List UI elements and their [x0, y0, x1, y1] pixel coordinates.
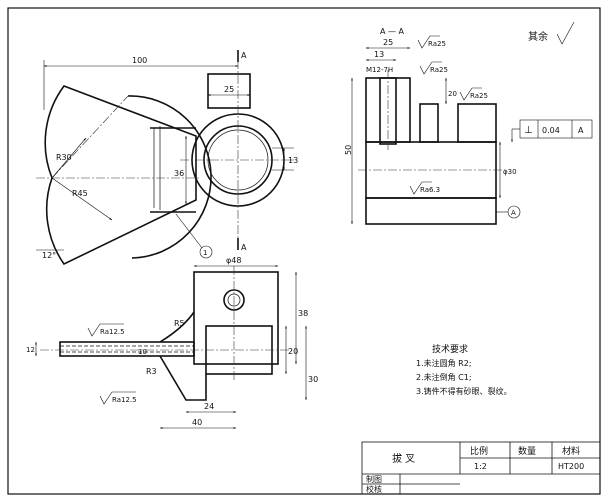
bottom-dim-20: 20	[288, 347, 298, 356]
section-dim-20: 20	[448, 90, 457, 98]
bottom-r3: R3	[146, 367, 157, 376]
dim-25: 25	[224, 85, 234, 94]
bottom-dim-12: 12	[26, 346, 35, 354]
dim-13: 13	[288, 156, 298, 165]
section-view: A — A 25 13 M12-7H 50 20 φ30 Ra25 Ra25 R…	[344, 21, 593, 225]
section-dim-bore: φ30	[503, 168, 517, 176]
section-mark-bottom: A	[241, 243, 247, 252]
balloon-1-label: 1	[203, 249, 207, 257]
section-thread: M12-7H	[366, 66, 393, 74]
drawing-border	[7, 7, 601, 495]
bottom-dim-10: 10	[138, 348, 147, 356]
dim-angle: 12°	[42, 251, 56, 260]
dim-r30: R30	[56, 153, 72, 162]
tolerance-symbol: ⊥	[524, 125, 533, 136]
dim-100: 100	[132, 56, 147, 65]
tolerance-datum: A	[578, 126, 584, 135]
section-dim-25: 25	[383, 38, 393, 47]
general-roughness: 其余	[528, 30, 548, 43]
section-mark-top: A	[241, 51, 247, 60]
balloon-1	[199, 245, 213, 259]
row-drafted: 制图	[366, 474, 382, 484]
bottom-dim-24: 24	[204, 402, 214, 411]
header-quantity: 数量	[518, 445, 536, 457]
bottom-dim-30: 30	[308, 375, 318, 384]
dim-36: 36	[174, 169, 184, 178]
row-checked: 校核	[366, 484, 382, 494]
bottom-r5: R5	[174, 319, 185, 328]
bottom-view: φ48 12 10 R5 R3 38 20 30 24 40 Ra12.5 Ra…	[26, 256, 318, 429]
tech-notes: 技术要求 1.未注圆角 R2; 2.未注倒角 C1; 3.铸件不得有砂眼、裂纹。	[416, 343, 512, 396]
tech-note-1: 1.未注圆角 R2;	[416, 358, 472, 368]
section-dim-13: 13	[374, 50, 384, 59]
front-view: A A 100 25 36 13 R30 R45 12° 1	[36, 50, 298, 266]
rough-25b: Ra25	[430, 66, 448, 74]
tech-note-3: 3.铸件不得有砂眼、裂纹。	[416, 386, 512, 396]
header-scale: 比例	[470, 445, 488, 457]
rough-25a: Ra25	[428, 40, 446, 48]
section-title: A — A	[380, 27, 405, 36]
tech-notes-title: 技术要求	[432, 343, 468, 355]
rough-125b: Ra12.5	[112, 396, 137, 404]
bottom-dim-40: 40	[192, 418, 202, 427]
bottom-dim-38: 38	[298, 309, 308, 318]
value-material: HT200	[558, 462, 584, 471]
dim-r45: R45	[72, 189, 88, 198]
part-name: 拔 叉	[392, 452, 415, 465]
section-dim-50: 50	[344, 145, 353, 155]
rough-25c: Ra25	[470, 92, 488, 100]
header-material: 材料	[562, 445, 580, 457]
tech-note-2: 2.未注倒角 C1;	[416, 372, 472, 382]
datum-label: A	[511, 209, 516, 217]
bottom-dim-48: φ48	[226, 256, 241, 265]
rough-125a: Ra12.5	[100, 328, 125, 336]
title-block: 拔 叉 比例 数量 材料 1:2 HT200 制图 校核	[361, 441, 601, 495]
value-scale: 1:2	[474, 462, 487, 471]
rough-63: Ra6.3	[420, 186, 440, 194]
tolerance-value: 0.04	[542, 126, 560, 135]
